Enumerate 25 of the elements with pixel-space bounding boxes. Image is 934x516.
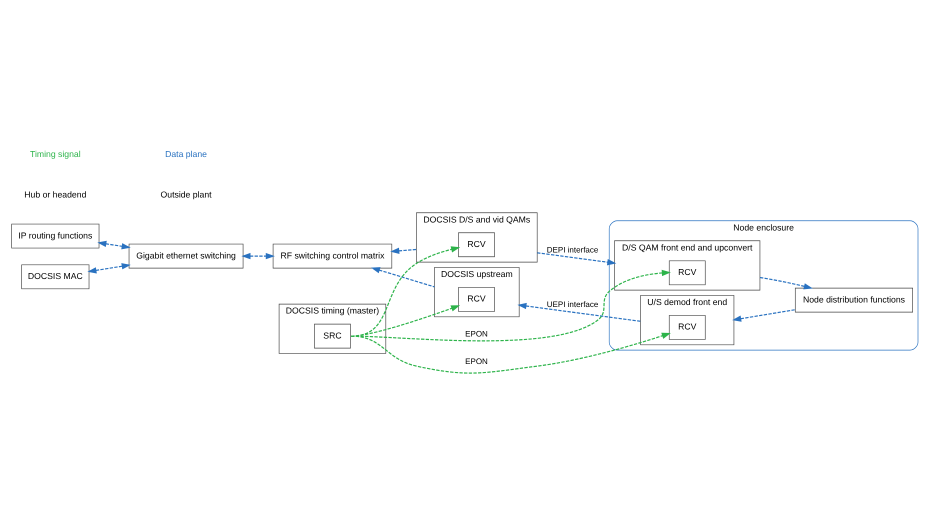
- arrow: [350, 332, 670, 374]
- arrow: [390, 248, 416, 254]
- node-box: DOCSIS MAC: [20, 264, 89, 290]
- node-box: RCV: [458, 287, 494, 312]
- arrow: [96, 240, 130, 250]
- label: Hub or headend: [24, 190, 86, 200]
- arrow: [759, 276, 812, 290]
- arrow: [516, 302, 640, 322]
- node-box: RF switching control matrix: [272, 244, 392, 268]
- node-box: Gigabit ethernet switching: [128, 244, 243, 268]
- node-box: RCV: [458, 232, 494, 258]
- node-box: RCV: [668, 260, 706, 286]
- legend-label: Data plane: [164, 149, 206, 159]
- legend-label: Timing signal: [30, 149, 80, 159]
- node-box: RCV: [668, 315, 706, 340]
- arrow: [732, 309, 795, 322]
- arrow: [350, 270, 670, 342]
- arrow: [240, 252, 274, 260]
- label: Outside plant: [160, 190, 212, 200]
- arrow: [370, 267, 434, 288]
- node-box: IP routing functions: [10, 224, 99, 248]
- arrow: [536, 252, 616, 266]
- arrow: [86, 263, 130, 274]
- node-box: SRC: [314, 324, 350, 348]
- node-box: Node distribution functions: [794, 288, 912, 312]
